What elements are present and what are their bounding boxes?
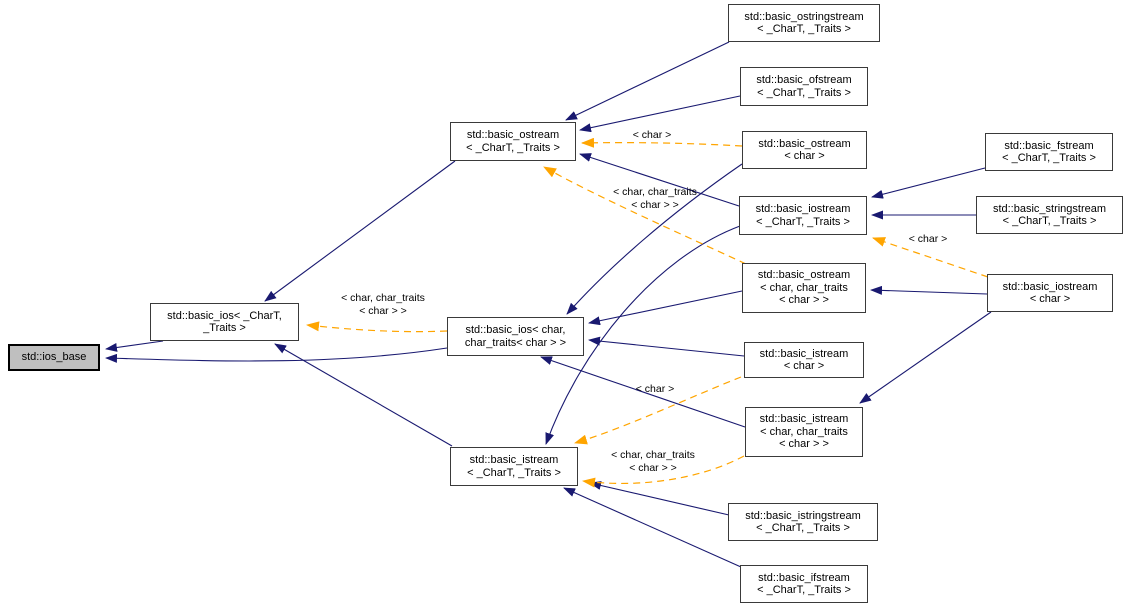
edge-basic-iostream-template-to-basic-istream-template (545, 225, 741, 445)
node-std-ios-base[interactable]: std::ios_base (8, 344, 100, 371)
edge-basic-iostream-char-to-basic-istream-char-traits (859, 311, 992, 404)
node-label: char_traits< char > > (464, 336, 567, 349)
template-edge-basic-ios-char-to-basic-ios-template (306, 321, 448, 333)
node-std-basic-iostream-char[interactable]: std::basic_iostream < char > (987, 274, 1113, 312)
edge-basic-ios-char-to-ios-base (105, 347, 448, 363)
node-label: < _CharT, _Traits > (757, 584, 851, 596)
node-std-basic-stringstream[interactable]: std::basic_stringstream < _CharT, _Trait… (976, 196, 1123, 234)
node-label: < char > > (779, 438, 829, 451)
template-edge-basic-istream-char-traits-to-basic-istream-template (582, 455, 745, 488)
edge-basic-ostream-char-traits-to-basic-ios-char (588, 290, 743, 326)
node-label: < char, char_traits (760, 425, 848, 438)
edge-basic-ofstream-to-basic-ostream-template (579, 95, 741, 133)
node-label: std::basic_iostream (755, 203, 851, 215)
edge-basic-istream-char-traits-to-basic-ios-char (540, 356, 746, 428)
edge-label-ios-char-traits-instance: < char, char_traits < char > > (341, 292, 425, 317)
edge-basic-istream-template-to-basic-ios-template (274, 343, 453, 447)
node-label: < _CharT, _Traits > (466, 141, 560, 154)
node-std-basic-istream-char[interactable]: std::basic_istream < char > (744, 342, 864, 378)
node-std-basic-iostream-template[interactable]: std::basic_iostream < _CharT, _Traits > (739, 196, 867, 235)
template-edge-basic-istream-char-to-basic-istream-template (574, 376, 742, 445)
node-std-basic-ostream-char-traits[interactable]: std::basic_ostream < char, char_traits <… (742, 263, 866, 313)
node-label: std::basic_ostream (758, 137, 851, 150)
node-std-basic-istringstream[interactable]: std::basic_istringstream < _CharT, _Trai… (728, 503, 878, 541)
node-label: std::basic_ostream (466, 129, 560, 141)
node-std-basic-ofstream[interactable]: std::basic_ofstream < _CharT, _Traits > (740, 67, 868, 106)
node-label: std::basic_stringstream (992, 202, 1107, 215)
node-label: < _CharT, _Traits > (757, 23, 851, 35)
node-std-basic-ios-char[interactable]: std::basic_ios< char, char_traits< char … (447, 317, 584, 356)
edge-label-ostream-char-instance: < char > (632, 129, 672, 141)
node-label: std::basic_ostream (757, 269, 851, 282)
node-label: < char > (784, 150, 825, 162)
node-label: std::basic_istream (759, 413, 849, 426)
node-label: < _CharT, _Traits > (756, 522, 850, 534)
node-label: std::basic_ifstream (758, 571, 850, 584)
template-edge-basic-ostream-char-to-basic-ostream-template (581, 137, 743, 148)
edge-basic-iostream-template-to-basic-ostream-template (579, 153, 740, 207)
edge-basic-ifstream-to-basic-istream-template (563, 487, 742, 568)
node-label: std::ios_base (21, 351, 87, 364)
edge-basic-fstream-to-basic-iostream-template (871, 167, 986, 199)
node-label: < _CharT, _Traits > (1002, 152, 1096, 164)
node-label: std::basic_ostringstream (744, 10, 864, 23)
node-std-basic-ostream-template[interactable]: std::basic_ostream < _CharT, _Traits > (450, 122, 576, 161)
node-label: std::basic_ofstream (756, 74, 852, 86)
node-label: < char > (783, 360, 825, 372)
edge-label-istream-char-instance: < char > (635, 383, 675, 395)
edge-basic-ostringstream-to-basic-ostream-template (565, 41, 730, 121)
edge-label-ostream-char-traits-instance: < char, char_traits < char > > (613, 186, 697, 211)
edge-basic-istringstream-to-basic-istream-template (589, 481, 730, 516)
edge-basic-ostream-template-to-basic-ios-template (264, 160, 456, 302)
node-label: std::basic_iostream (1002, 280, 1098, 293)
node-label: _Traits > (203, 322, 246, 334)
edge-basic-iostream-char-to-basic-ostream-char-traits (870, 285, 988, 295)
edge-basic-istream-char-to-basic-ios-char (588, 336, 745, 357)
node-label: < char, char_traits (760, 281, 848, 294)
template-edge-basic-iostream-char-to-basic-iostream-template (872, 237, 989, 278)
node-label: std::basic_fstream (1004, 139, 1094, 152)
node-std-basic-fstream[interactable]: std::basic_fstream < _CharT, _Traits > (985, 133, 1113, 171)
node-label: std::basic_istream (759, 347, 849, 360)
node-label: < char > (1029, 293, 1071, 305)
node-std-basic-ifstream[interactable]: std::basic_ifstream < _CharT, _Traits > (740, 565, 868, 603)
edge-label-istream-char-traits-instance: < char, char_traits < char > > (611, 449, 695, 474)
node-std-basic-istream-char-traits[interactable]: std::basic_istream < char, char_traits <… (745, 407, 863, 457)
node-label: std::basic_istringstream (745, 509, 861, 522)
node-label: < _CharT, _Traits > (1002, 215, 1097, 227)
node-std-basic-istream-template[interactable]: std::basic_istream < _CharT, _Traits > (450, 447, 578, 486)
node-std-basic-ostringstream[interactable]: std::basic_ostringstream < _CharT, _Trai… (728, 4, 880, 42)
template-edge-basic-ostream-char-traits-to-basic-ostream-template (543, 166, 747, 265)
node-label: < _CharT, _Traits > (756, 215, 850, 228)
node-label: < _CharT, _Traits > (757, 86, 851, 99)
node-label: std::basic_ios< char, (465, 324, 566, 336)
node-label: std::basic_istream (469, 454, 559, 466)
node-label: < _CharT, _Traits > (467, 466, 561, 479)
edge-basic-ios-template-to-ios-base (105, 340, 164, 352)
edge-label-iostream-char-instance: < char > (908, 233, 948, 245)
node-std-basic-ostream-char[interactable]: std::basic_ostream < char > (742, 131, 867, 169)
node-std-basic-ios-template[interactable]: std::basic_ios< _CharT, _Traits > (150, 303, 299, 341)
node-label: < char > > (779, 294, 829, 307)
node-label: std::basic_ios< _CharT, (167, 309, 282, 322)
edge-basic-ostream-char-to-basic-ios-char (566, 163, 743, 315)
